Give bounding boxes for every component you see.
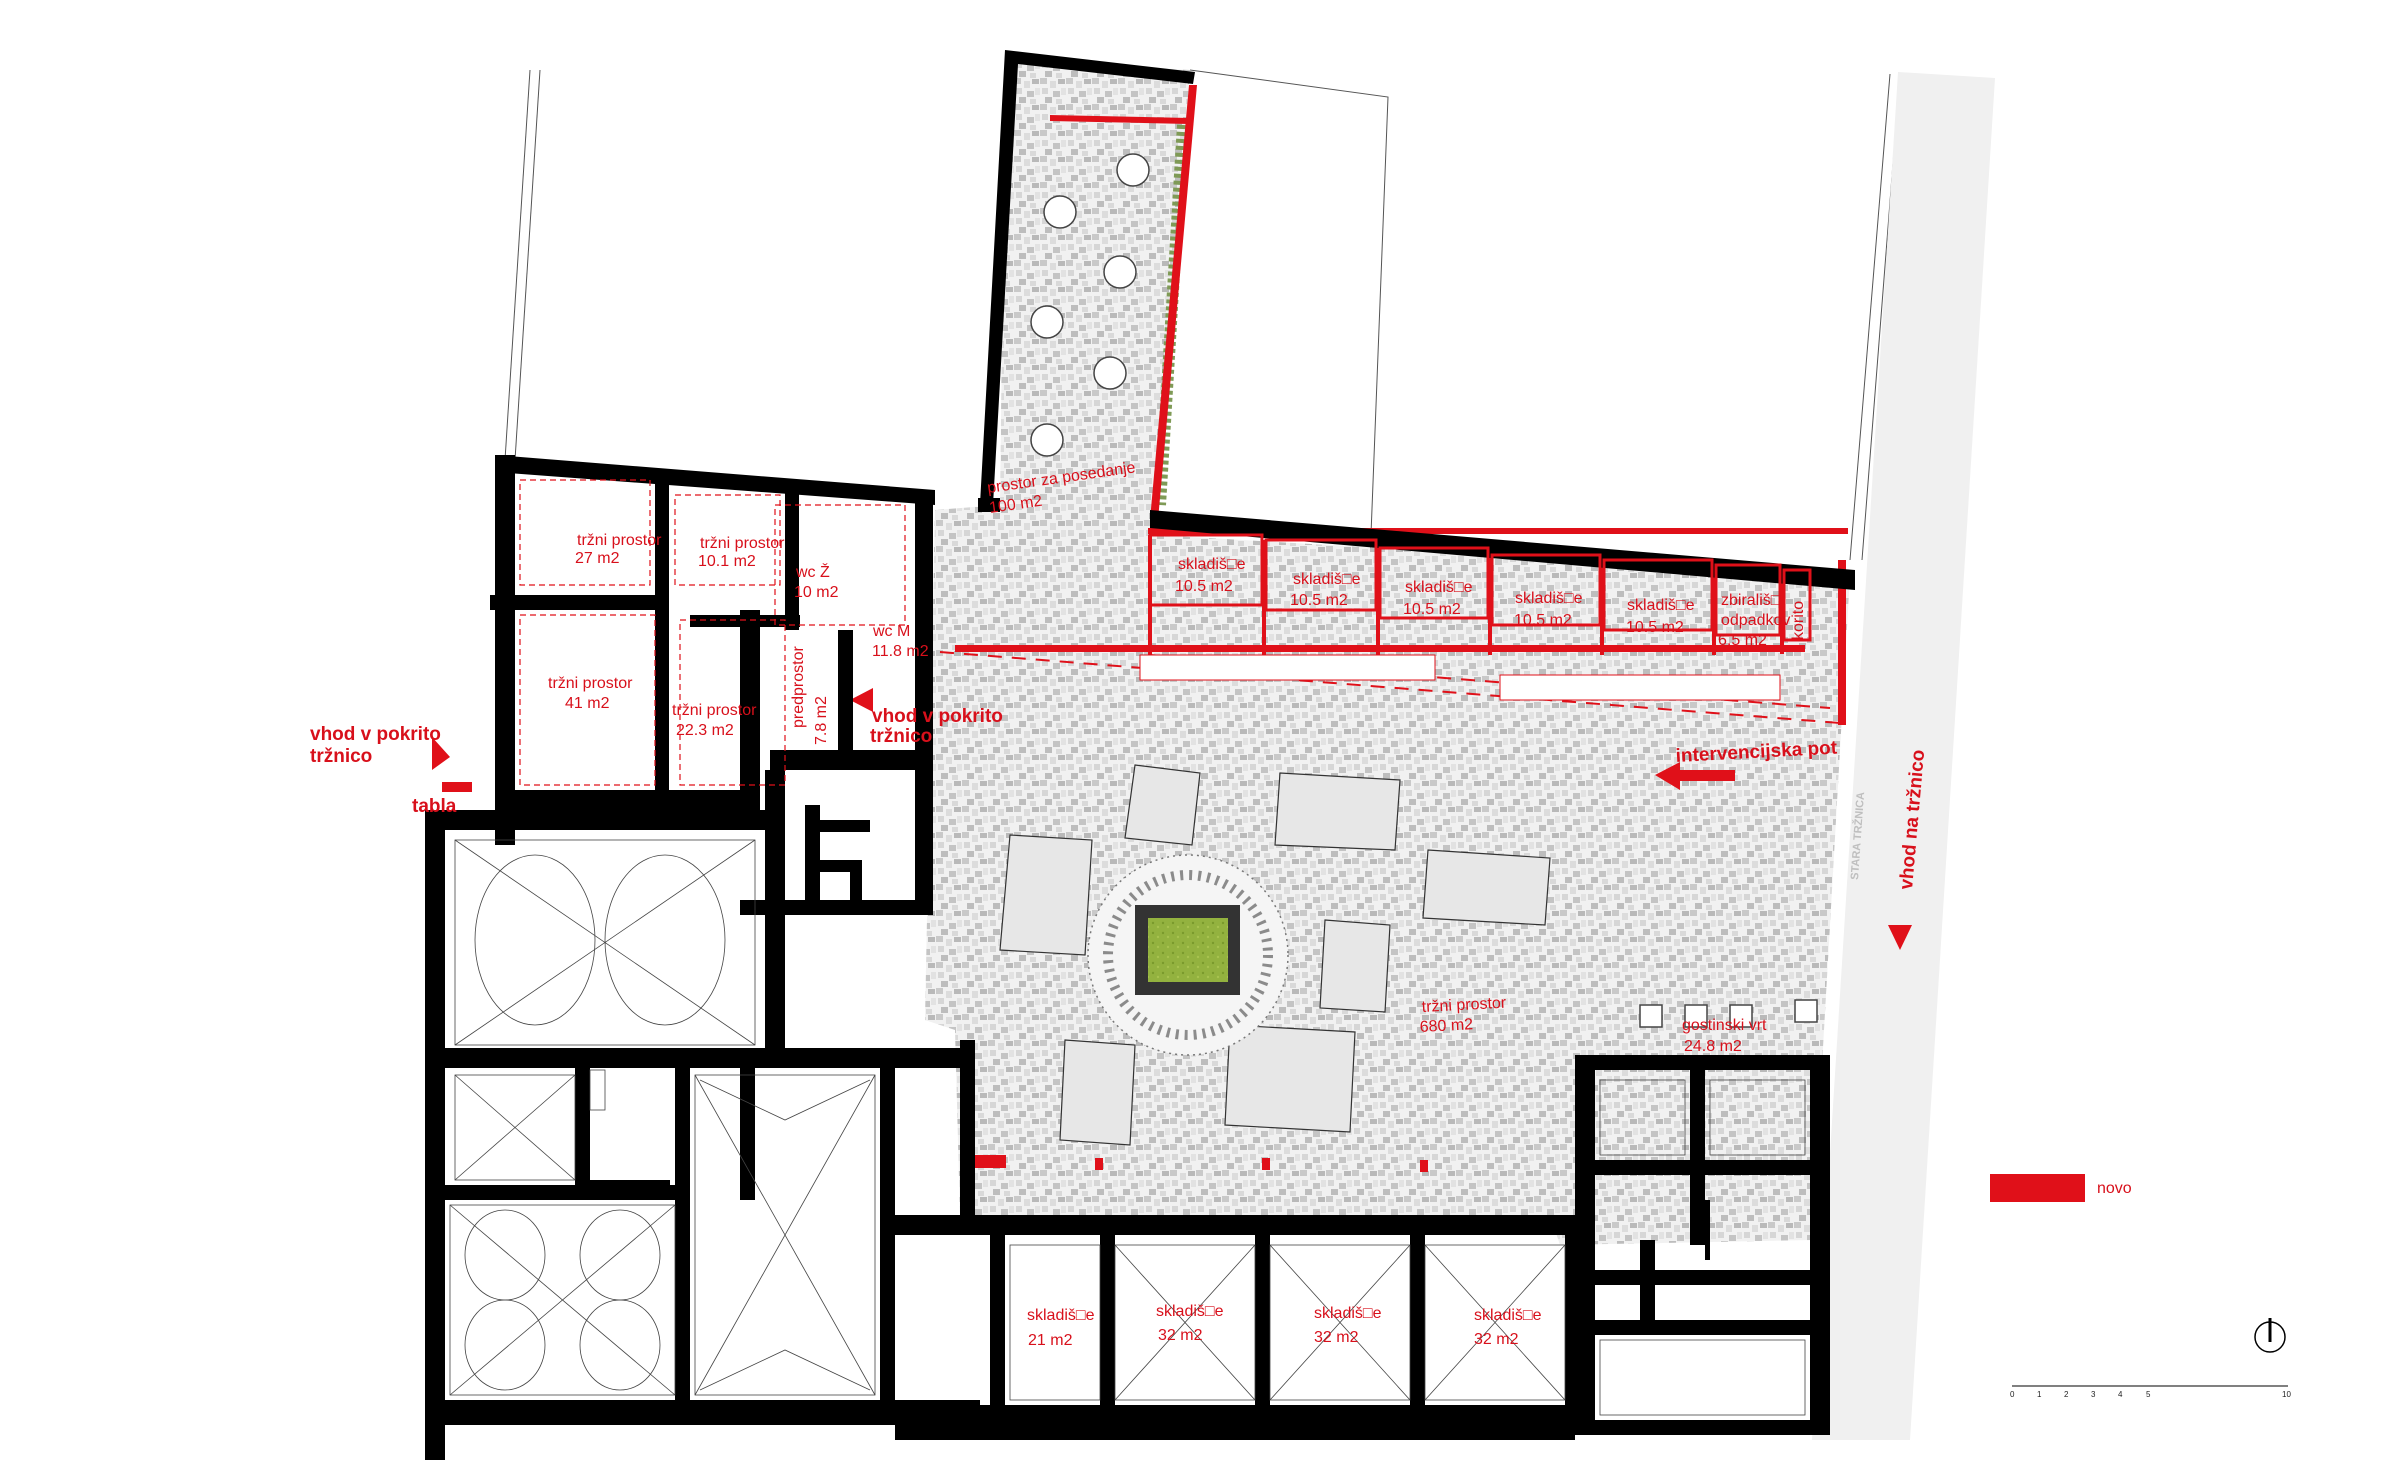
waste-line2: odpadkov (1721, 612, 1790, 629)
market-27-area: 27 m2 (575, 550, 620, 567)
storage-top-2-area: 10.5 m2 (1290, 592, 1348, 609)
garden-name: gostinski vrt (1682, 1017, 1767, 1034)
legend: novo (1990, 1174, 2132, 1202)
korito-label: korito (1790, 601, 1807, 640)
storage-bottom-1-area: 21 m2 (1028, 1332, 1073, 1349)
scale-tick-0: 0 (2010, 1390, 2015, 1399)
storage-bottom-4-name: skladiš□e (1474, 1307, 1542, 1324)
storage-units-top (1148, 533, 1812, 642)
scale-bar: 0 1 2 3 4 5 10 (2010, 1385, 2291, 1399)
street-strip (1812, 72, 1995, 1440)
market-main-area: 680 m2 (1419, 1016, 1473, 1036)
scale-tick-2: 2 (2064, 1390, 2069, 1399)
storage-bottom-2-name: skladiš□e (1156, 1303, 1224, 1320)
market-22-area: 22.3 m2 (676, 722, 734, 739)
scale-tick-4: 4 (2118, 1390, 2123, 1399)
storage-bottom-3-area: 32 m2 (1314, 1329, 1359, 1346)
scale-tick-3: 3 (2091, 1390, 2096, 1399)
cafe-tables (1030, 153, 1150, 457)
wc-z-area: 10 m2 (794, 584, 839, 601)
storage-top-5-area: 10.5 m2 (1626, 619, 1684, 636)
market-27-name: tržni prostor (577, 532, 662, 549)
arrows (432, 688, 1912, 950)
scale-tick-1: 1 (2037, 1390, 2042, 1399)
entrance-left-arrow-icon (432, 737, 450, 770)
central-tree (1087, 854, 1289, 1056)
storage-top-labels: skladiš□e 10.5 m2 skladiš□e 10.5 m2 skla… (1175, 556, 1807, 649)
market-room-outlines (519, 479, 906, 786)
walls (425, 50, 1855, 1460)
scale-tick-10: 10 (2282, 1390, 2291, 1399)
market-main-name: tržni prostor (1421, 995, 1507, 1016)
courtyard-labels: tržni prostor 680 m2 gostinski vrt 24.8 … (1419, 995, 1767, 1055)
market-10-area: 10.1 m2 (698, 553, 756, 570)
storage-top-5-name: skladiš□e (1627, 597, 1695, 614)
storage-top-4-name: skladiš□e (1515, 590, 1583, 607)
entrance-mid-line2: tržnico (870, 726, 932, 747)
storage-top-1-name: skladiš□e (1178, 556, 1246, 573)
north-arrow-icon (2254, 1318, 2286, 1353)
storage-bottom-4-area: 32 m2 (1474, 1331, 1519, 1348)
market-stalls (999, 764, 1551, 1146)
legend-new-swatch (1990, 1174, 2085, 1202)
storage-top-1-area: 10.5 m2 (1175, 578, 1233, 595)
scale-tick-5: 5 (2146, 1390, 2151, 1399)
storage-bottom-3-name: skladiš□e (1314, 1305, 1382, 1322)
new-elements (939, 85, 1848, 1172)
predprostor-area: 7.8 m2 (813, 696, 830, 745)
storage-top-3-area: 10.5 m2 (1403, 601, 1461, 618)
entrance-left-line1: vhod v pokrito (310, 724, 441, 745)
wc-z-name: wc Ž (795, 562, 830, 581)
market-41-area: 41 m2 (565, 695, 610, 712)
entrance-left-line2: tržnico (310, 746, 372, 767)
entrance-mid-arrow-icon (850, 688, 873, 712)
storage-bottom-1-name: skladiš□e (1027, 1307, 1095, 1324)
entrance-mid-line1: vhod v pokrito (872, 706, 1003, 727)
legend-new-label: novo (2097, 1180, 2132, 1197)
street-name-label: STARA TRŽNICA (1848, 791, 1867, 880)
storage-bottom-2-area: 32 m2 (1158, 1327, 1203, 1344)
board-label: tabla (412, 796, 457, 817)
storage-top-2-name: skladiš□e (1293, 571, 1361, 588)
market-22-name: tržni prostor (672, 702, 757, 719)
market-10-name: tržni prostor (700, 535, 785, 552)
storage-top-4-area: 10.5 m2 (1514, 612, 1572, 629)
market-41-name: tržni prostor (548, 675, 633, 692)
vaults (449, 839, 1806, 1416)
wc-m-name: wc M (872, 623, 910, 640)
storage-bottom-labels: skladiš□e 21 m2 skladiš□e 32 m2 skladiš□… (1027, 1303, 1542, 1349)
garden-area: 24.8 m2 (1684, 1038, 1742, 1055)
room-labels-upper: tržni prostor 27 m2 tržni prostor 10.1 m… (548, 532, 929, 745)
entrance-market-arrow-icon (1888, 925, 1912, 950)
garden-tables (1639, 999, 1818, 1028)
waste-area: 6.5 m2 (1718, 632, 1767, 649)
predprostor-name: predprostor (790, 646, 807, 728)
emergency-route-arrow-icon (1655, 762, 1735, 790)
wc-m-area: 11.8 m2 (872, 643, 929, 660)
waste-line1: zbirališ□ (1721, 592, 1781, 609)
storage-top-3-name: skladiš□e (1405, 579, 1473, 596)
